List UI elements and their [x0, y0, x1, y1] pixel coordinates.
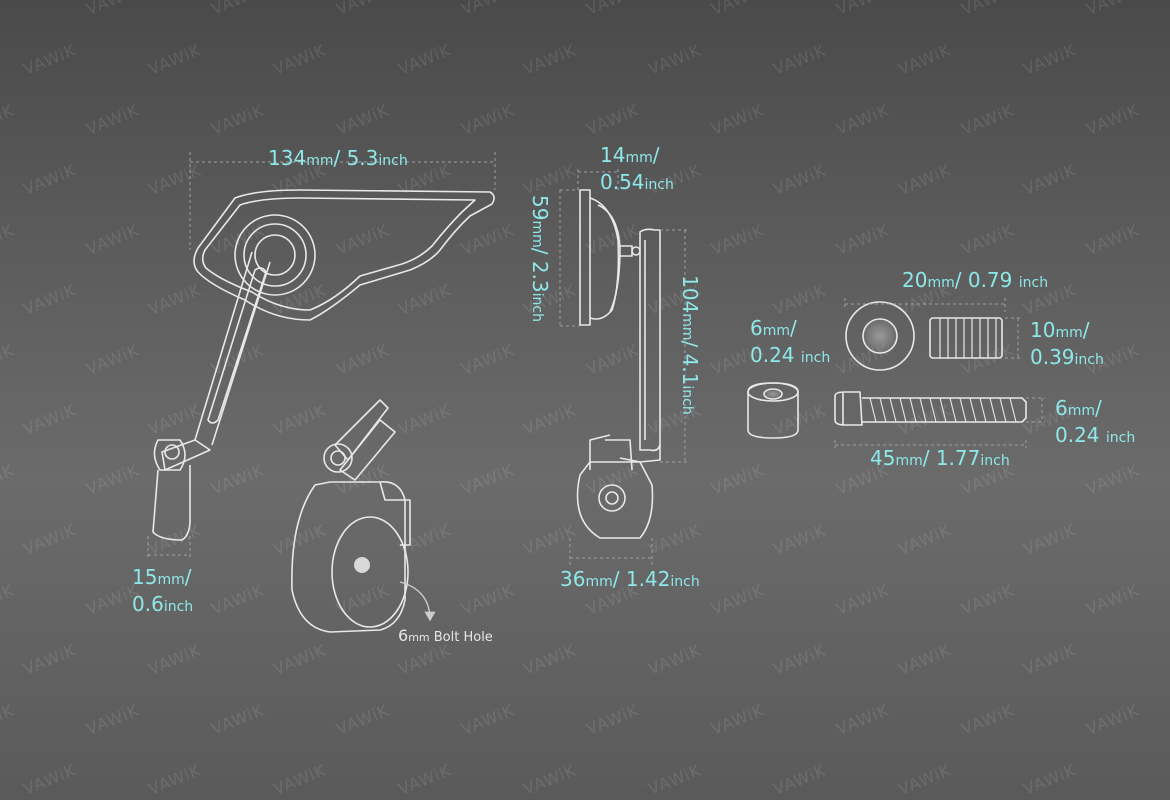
spacer-dia-label: 6mm/ 0.24 inch	[750, 316, 831, 367]
bolt-length-label: 45mm/ 1.77inch	[870, 446, 1010, 470]
bolt-hole-arrow	[399, 581, 436, 622]
clamp-detail-view	[291, 399, 411, 633]
side-height-label: 104mm/ 4.1inch	[678, 275, 702, 415]
mirror-depth-label: 14mm/ 0.54inch	[600, 143, 674, 194]
total-width-label: 134mm/ 5.3inch	[268, 146, 408, 170]
clamp-width-label: 36mm/ 1.42inch	[560, 567, 700, 591]
bolt-hole-note: 6mm Bolt Hole	[398, 626, 493, 645]
dimension-lines	[147, 152, 1045, 565]
hardware-parts	[747, 301, 1027, 439]
mirror-side-view	[576, 189, 661, 539]
washer-height-label: 10mm/ 0.39inch	[1030, 318, 1104, 369]
washer-width-label: 20mm/ 0.79 inch	[902, 268, 1049, 292]
bolt-dia-label: 6mm/ 0.24 inch	[1055, 396, 1136, 447]
arm-width-label: 15mm/ 0.6inch	[132, 565, 194, 616]
mirror-height-label: 59mm/ 2.3inch	[528, 195, 552, 322]
mirror-top-view	[152, 189, 495, 541]
